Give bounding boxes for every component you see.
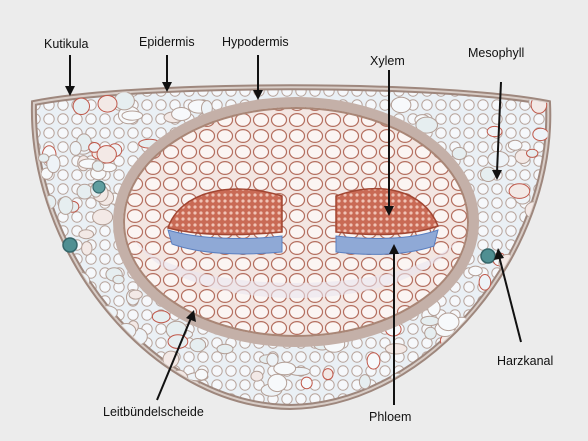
needle-tissue: [32, 87, 551, 407]
label-epidermis: Epidermis: [139, 36, 195, 49]
resin-duct: [93, 181, 105, 193]
label-mesophyll: Mesophyll: [468, 47, 524, 60]
resin-duct: [63, 238, 77, 252]
resin-duct: [481, 249, 495, 263]
label-kutikula: Kutikula: [44, 38, 88, 51]
label-xylem: Xylem: [370, 55, 405, 68]
label-leitbuendelscheide: Leitbündelscheide: [103, 406, 204, 419]
label-harzkanal: Harzkanal: [497, 355, 553, 368]
label-hypodermis: Hypodermis: [222, 36, 289, 49]
label-phloem: Phloem: [369, 411, 411, 424]
